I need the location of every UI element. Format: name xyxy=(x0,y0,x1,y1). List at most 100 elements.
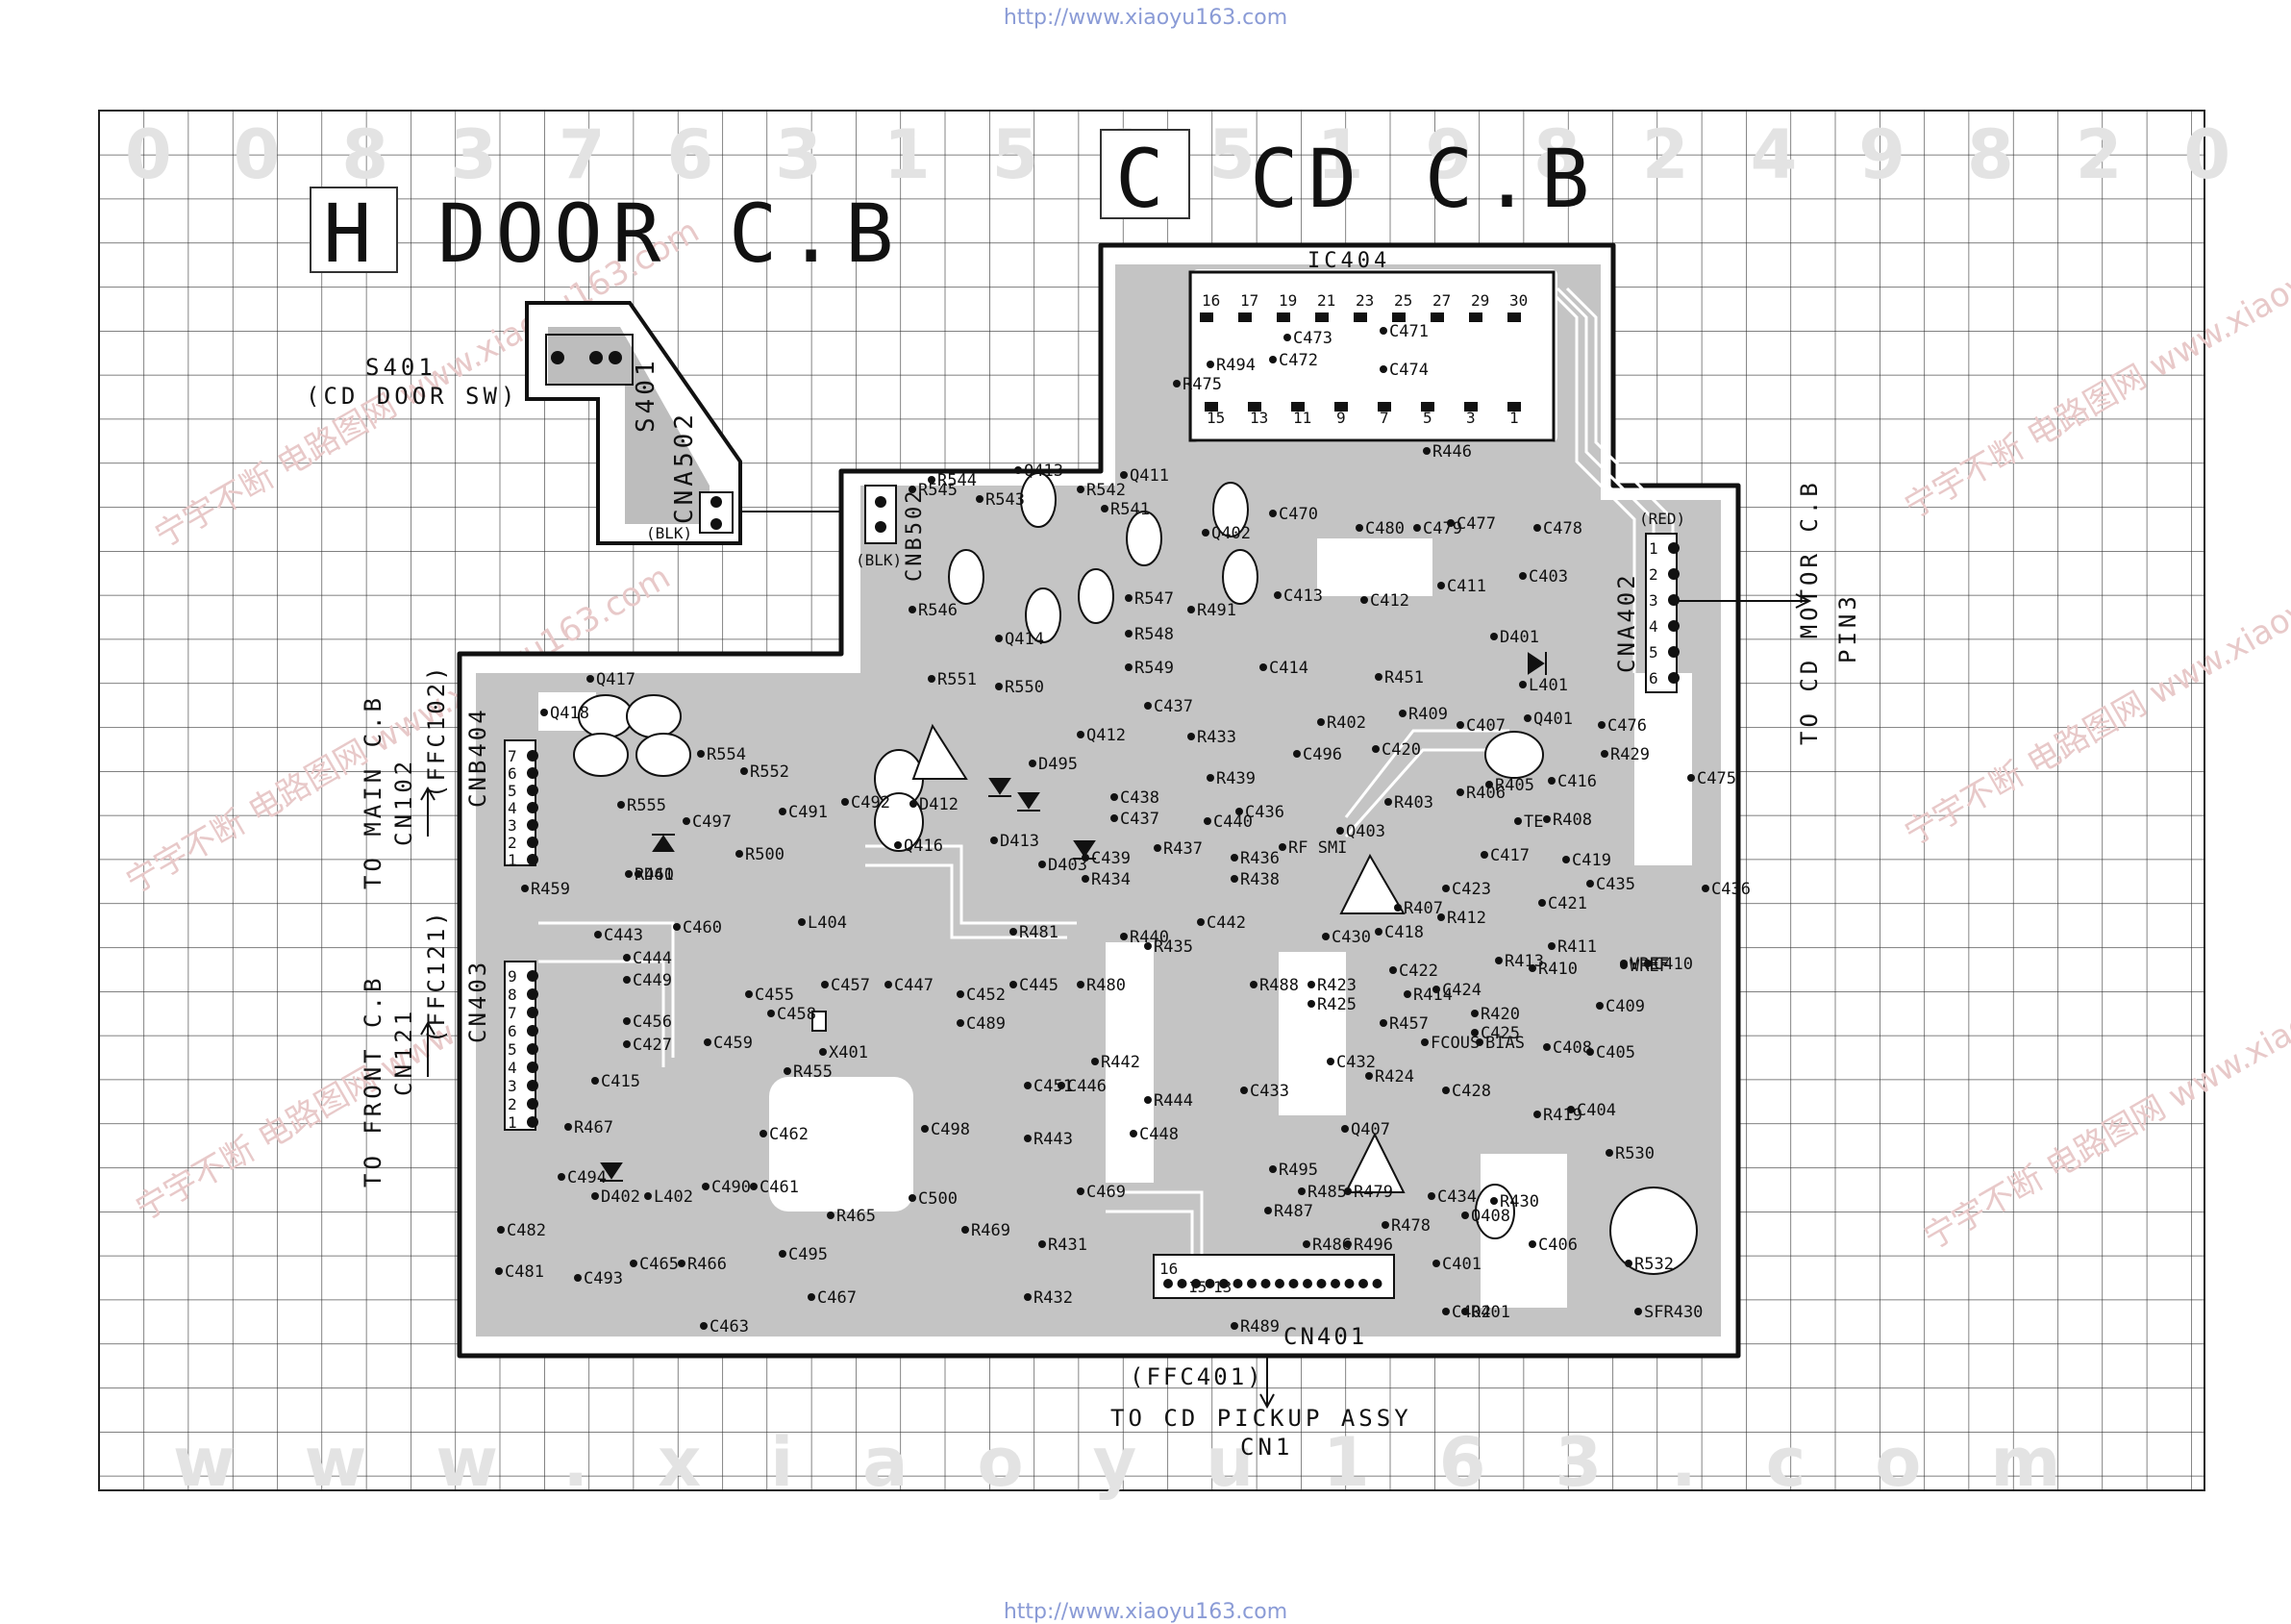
component-label: BIAS xyxy=(1485,1034,1525,1053)
cna402-ref: CNA402 xyxy=(1613,572,1640,673)
component-pad xyxy=(779,808,786,815)
component-label: C498 xyxy=(931,1120,970,1139)
component-pad xyxy=(697,750,705,758)
component-label: C424 xyxy=(1442,981,1482,1000)
component-label: R437 xyxy=(1163,839,1203,859)
component-pad xyxy=(644,1192,652,1200)
component-pad xyxy=(1259,663,1267,671)
component-label: TE xyxy=(1524,812,1543,832)
component-pad xyxy=(1382,1221,1389,1229)
component-pad xyxy=(1524,714,1531,722)
connector-pin xyxy=(1668,672,1680,684)
ic404-pin-label: 25 xyxy=(1394,291,1412,310)
cn401-pin xyxy=(1178,1279,1187,1288)
component-label: Q411 xyxy=(1130,466,1169,486)
cn401-pin-second: 15 xyxy=(1188,1278,1207,1296)
connector-pin xyxy=(527,1062,538,1073)
component-label: C482 xyxy=(507,1221,546,1240)
component-pad xyxy=(841,798,849,806)
component-label: C475 xyxy=(1697,769,1736,788)
ic404-pin-label: 19 xyxy=(1279,291,1297,310)
connector-pin xyxy=(527,785,538,796)
component-pad xyxy=(1269,1165,1277,1173)
component-label: D403 xyxy=(1048,856,1087,875)
connector-pin xyxy=(527,1043,538,1055)
component-label: R494 xyxy=(1216,356,1256,375)
component-label: WREF xyxy=(1630,957,1669,976)
component-label: R496 xyxy=(1354,1236,1393,1255)
component-label: C449 xyxy=(633,971,672,990)
component-pad xyxy=(1293,750,1301,758)
component-label: C457 xyxy=(831,976,870,995)
component-pad xyxy=(1356,524,1363,532)
component-label: C443 xyxy=(604,926,643,945)
component-pad xyxy=(1529,1240,1536,1248)
component-pad xyxy=(623,1040,631,1048)
component-label: R419 xyxy=(1543,1106,1582,1125)
ic404-ref: IC404 xyxy=(1307,249,1390,273)
component-label: C500 xyxy=(918,1189,958,1209)
component-pad xyxy=(976,495,984,503)
component-label: C418 xyxy=(1384,923,1424,942)
ic404-pin xyxy=(1378,402,1391,412)
cn401-dest-conn: CN1 xyxy=(1240,1434,1293,1461)
component-label: R444 xyxy=(1154,1091,1193,1111)
component-label: C435 xyxy=(1596,875,1635,894)
component-label: C421 xyxy=(1548,894,1587,913)
component-label: R410 xyxy=(1538,960,1578,979)
component-label: C423 xyxy=(1452,880,1491,899)
component-pad xyxy=(495,1267,503,1275)
component-label: C437 xyxy=(1154,697,1193,716)
component-label: R431 xyxy=(1048,1236,1087,1255)
switch-wire: (BLK) xyxy=(646,524,692,542)
component-pad xyxy=(1038,861,1046,868)
component-pad xyxy=(683,817,690,825)
component-pad xyxy=(1562,856,1570,863)
component-pad xyxy=(702,1183,710,1190)
component-pad xyxy=(1548,942,1556,950)
component-label: R402 xyxy=(1327,713,1366,733)
component-label: R478 xyxy=(1391,1216,1431,1236)
component-label: C465 xyxy=(639,1255,679,1274)
component-label: R466 xyxy=(687,1255,727,1274)
connector-pin-label: 1 xyxy=(1649,539,1658,558)
component-pad xyxy=(1447,519,1455,527)
component-pad xyxy=(1014,466,1022,474)
component-label: C481 xyxy=(505,1262,544,1282)
component-label: R481 xyxy=(1019,923,1058,942)
component-pad xyxy=(1279,843,1286,851)
component-label: R459 xyxy=(531,880,570,899)
component-pad xyxy=(1432,986,1440,993)
component-pad xyxy=(909,1194,916,1202)
switch-connector: CNA502 xyxy=(670,411,699,524)
component-label: C405 xyxy=(1596,1043,1635,1062)
cd-board-name: CD C.B xyxy=(1250,132,1599,226)
connector-pin-label: 6 xyxy=(1649,669,1658,687)
component-label: L401 xyxy=(1529,676,1568,695)
connector-pin xyxy=(527,1007,538,1018)
component-pad xyxy=(1519,572,1527,580)
component-pad xyxy=(1702,885,1709,892)
component-label: R423 xyxy=(1317,976,1357,995)
connector-pin-label: 7 xyxy=(508,1004,517,1022)
component-pad xyxy=(591,1192,599,1200)
component-label: Q407 xyxy=(1351,1120,1390,1139)
component-pad xyxy=(564,1123,572,1131)
cn403-ref: CN403 xyxy=(464,960,491,1043)
component-pad xyxy=(1423,447,1431,455)
component-label: R550 xyxy=(1005,678,1044,697)
component-pad xyxy=(1481,851,1488,859)
component-label: C473 xyxy=(1293,329,1332,348)
component-pad xyxy=(798,918,806,926)
connector-pin xyxy=(1668,646,1680,658)
component-label: C409 xyxy=(1606,997,1645,1016)
component-pad xyxy=(740,767,748,775)
component-pad xyxy=(1024,1135,1032,1142)
component-pad xyxy=(704,1038,711,1046)
component-pad xyxy=(1687,774,1695,782)
component-label: R480 xyxy=(1086,976,1126,995)
component-label: C495 xyxy=(788,1245,828,1264)
component-label: R413 xyxy=(1505,952,1544,971)
component-label: R433 xyxy=(1197,728,1236,747)
